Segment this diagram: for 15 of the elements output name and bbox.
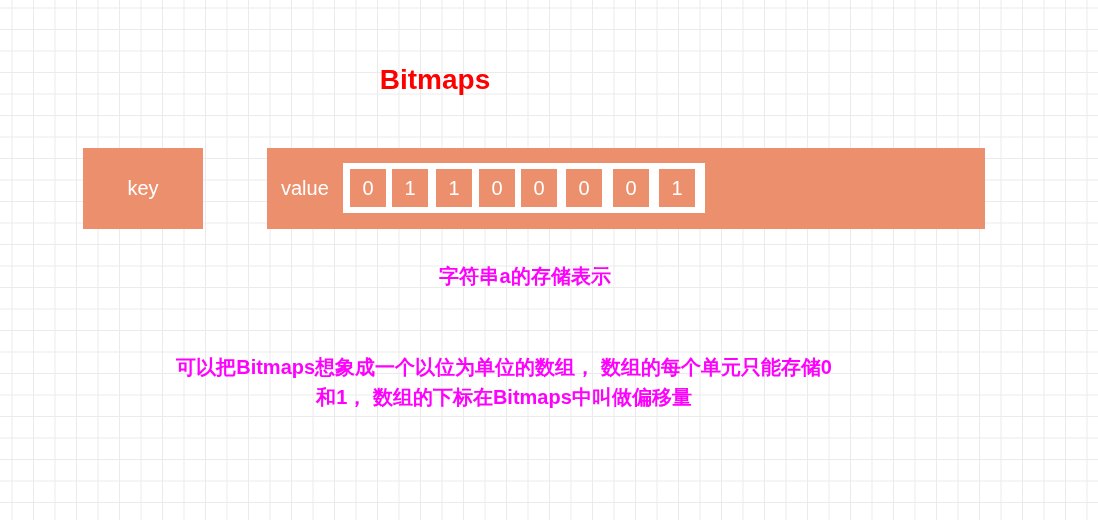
- value-label: value: [281, 176, 329, 201]
- bit-cell: 0: [613, 169, 649, 207]
- title: Bitmaps: [378, 63, 492, 97]
- bit-cell: 1: [392, 169, 428, 207]
- key-box: key: [83, 148, 203, 229]
- bit-cell: 1: [436, 169, 472, 207]
- bit-cell: 0: [350, 169, 386, 207]
- bit-cell: 0: [566, 169, 602, 207]
- caption: 字符串a的存储表示: [438, 264, 612, 289]
- bit-cell: 1: [659, 169, 695, 207]
- bit-cell: 0: [479, 169, 515, 207]
- note: 可以把Bitmaps想象成一个以位为单位的数组， 数组的每个单元只能存储0和1， 数组的下标在Bitmaps中叫做偏移量: [175, 355, 833, 410]
- bit-cell: 0: [521, 169, 557, 207]
- value-band: [267, 148, 985, 229]
- bit-array-frame: [343, 163, 705, 213]
